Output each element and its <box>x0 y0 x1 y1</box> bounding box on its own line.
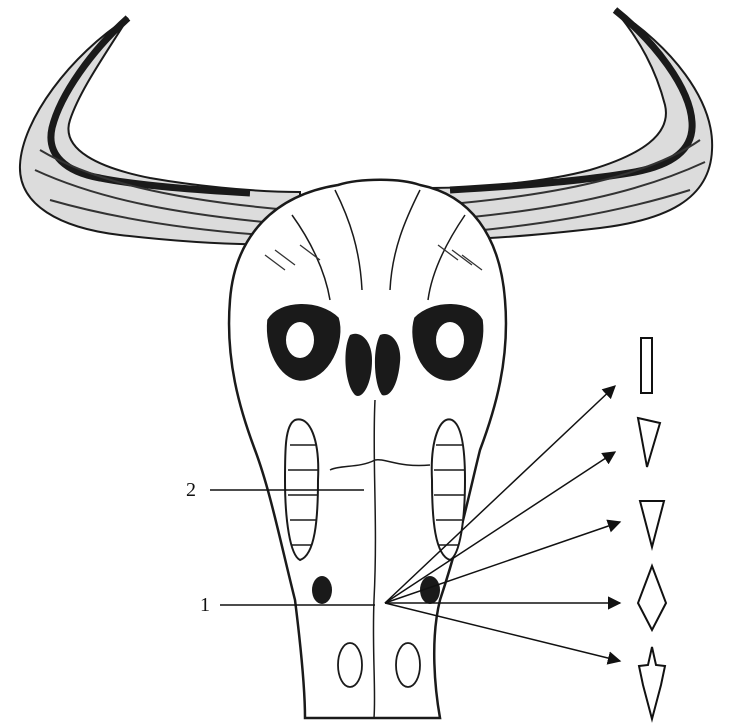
skull <box>229 180 506 718</box>
label-2: 2 <box>186 479 196 501</box>
shape-arrowhead <box>639 647 665 719</box>
right-horn <box>430 10 712 240</box>
shape-rhombus <box>638 566 666 630</box>
shape-isosceles-triangle <box>640 501 664 547</box>
label-1: 1 <box>200 594 210 616</box>
shape-scalene-triangle <box>638 418 660 467</box>
shape-rectangle <box>641 338 652 393</box>
left-horn <box>20 18 300 245</box>
